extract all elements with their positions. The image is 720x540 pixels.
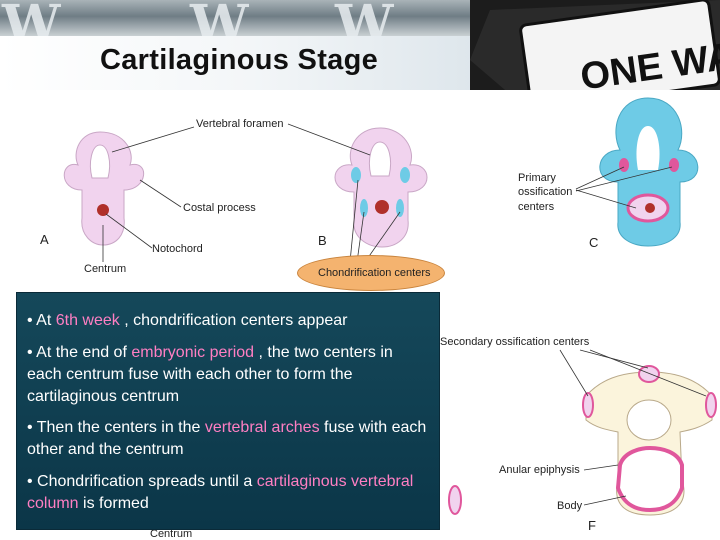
panel-letter-a: A xyxy=(40,232,49,247)
bullet-2-highlight: embryonic period xyxy=(131,344,255,361)
header-banner: W W W Cartilaginous Stage ONE WAY xyxy=(0,0,720,90)
panel-letter-c: C xyxy=(589,235,599,250)
bullet-4-text: • Chondrification spreads until a xyxy=(27,473,257,490)
bullet-4-highlight-2: vertebral column xyxy=(27,473,414,512)
label-centers: centers xyxy=(518,201,555,213)
bullet-1-text-end: , chondrification centers appear xyxy=(119,312,348,329)
label-chondrification-centers: Chondrification centers xyxy=(318,267,431,279)
label-vertebral-foramen: Vertebral foramen xyxy=(196,118,284,130)
bullet-1-highlight: 6th week xyxy=(55,312,120,329)
bullet-2-text-end: , the two centers in each centrum fuse w… xyxy=(27,344,393,405)
label-primary: Primary xyxy=(518,172,556,184)
vertebra-c xyxy=(599,97,699,247)
one-way-sign-photo: ONE WAY xyxy=(470,0,720,90)
bullet-2-text: • At the end of xyxy=(27,344,132,361)
slide-title: Cartilaginous Stage xyxy=(100,44,379,76)
bullet-3: • Then the centers in the vertebral arch… xyxy=(27,417,431,461)
chondrification-highlight xyxy=(297,255,445,291)
leader-lines xyxy=(102,123,707,506)
label-body: Body xyxy=(557,500,583,512)
vertebra-a xyxy=(63,131,145,246)
banner-photo xyxy=(0,0,500,36)
vertebra-f xyxy=(448,365,717,516)
info-text-box: • At 6th week , chondrification centers … xyxy=(16,292,440,530)
label-notochord: Notochord xyxy=(152,243,203,255)
label-anular-epiphysis: Anular epiphysis xyxy=(499,464,580,476)
label-centrum: Centrum xyxy=(84,263,127,275)
vertebra-b xyxy=(334,127,428,248)
bullet-1: • At 6th week , chondrification centers … xyxy=(27,310,431,332)
label-costal-process: Costal process xyxy=(183,202,256,214)
bullet-4: • Chondrification spreads until a cartil… xyxy=(27,471,431,515)
label-ossification: ossification xyxy=(518,186,573,198)
panel-letter-f: F xyxy=(588,518,596,533)
panel-letter-b: B xyxy=(318,233,327,248)
label-secondary-ossification-centers: Secondary ossification centers xyxy=(440,336,590,348)
bullet-2: • At the end of embryonic period , the t… xyxy=(27,342,431,408)
label-centrum-bottom: Centrum xyxy=(150,528,193,540)
bullet-3-text-end: fuse with each other and the centrum xyxy=(27,419,427,458)
vertebra-diagram xyxy=(63,97,717,516)
bullet-4-text-end: is formed xyxy=(78,495,149,512)
bullet-3-text: • Then the centers in the xyxy=(27,419,205,436)
bullet-4-highlight: cartilaginous xyxy=(256,473,347,490)
bullet-1-text: • At xyxy=(27,312,56,329)
bullet-3-highlight: vertebral arches xyxy=(204,419,320,436)
